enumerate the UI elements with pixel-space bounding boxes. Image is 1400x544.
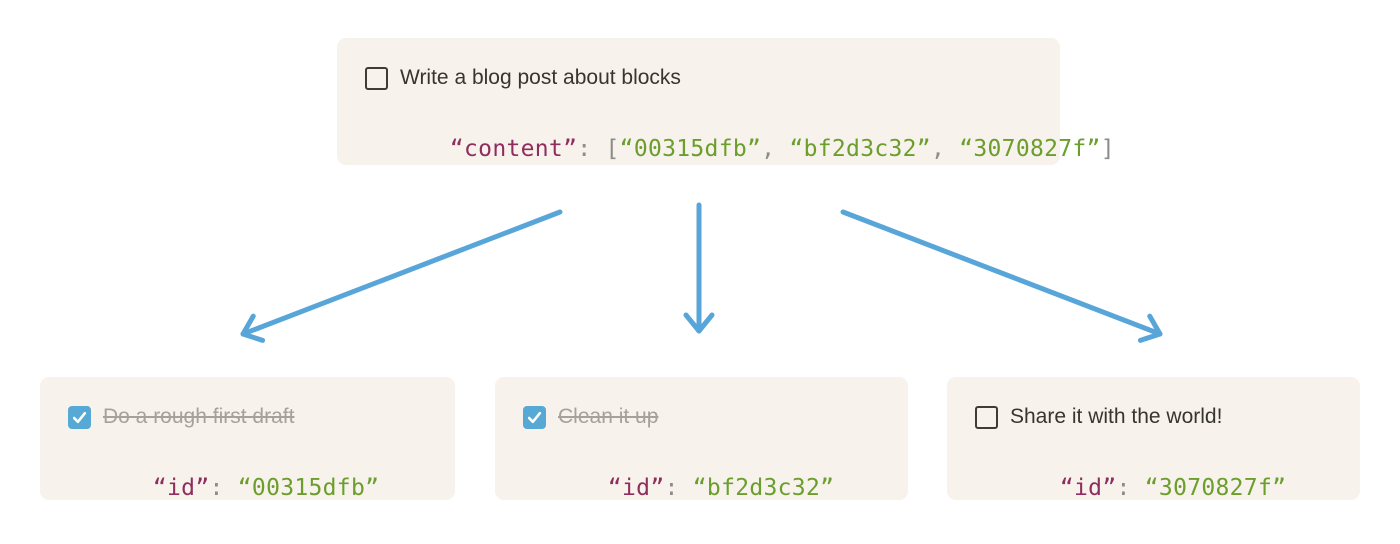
todo-title: Clean it up xyxy=(558,405,659,428)
todo-checkbox[interactable] xyxy=(523,405,546,429)
block-json-snippet: “id”: “00315dfb” xyxy=(68,443,427,533)
todo-title: Do a rough first draft xyxy=(103,405,295,428)
block-json-snippet: “id”: “bf2d3c32” xyxy=(523,443,880,533)
todo-row: Do a rough first draft xyxy=(68,402,427,432)
child-todo-block-3: Share it with the world! “id”: “3070827f… xyxy=(947,377,1360,501)
block-json-snippet: “id”: “3070827f” xyxy=(975,443,1332,533)
json-open-bracket: [ xyxy=(605,136,620,162)
json-id-value: “3070827f” xyxy=(1144,475,1287,501)
json-close-bracket: ] xyxy=(1100,136,1115,162)
todo-row: Clean it up xyxy=(523,402,880,432)
json-colon: : xyxy=(577,136,606,162)
check-icon xyxy=(72,411,87,423)
check-icon xyxy=(527,411,542,423)
json-comma: , xyxy=(930,136,960,162)
todo-title: Write a blog post about blocks xyxy=(400,66,681,89)
json-child-id-2: “3070827f” xyxy=(959,136,1101,162)
todo-checkbox[interactable] xyxy=(975,405,998,429)
json-id-value: “00315dfb” xyxy=(237,475,380,501)
json-key: “id” xyxy=(607,475,665,501)
parent-todo-block: Write a blog post about blocks “content”… xyxy=(337,38,1115,165)
child-todo-block-2: Clean it up “id”: “bf2d3c32” xyxy=(495,377,908,501)
json-colon: : xyxy=(209,475,238,501)
block-json-snippet: “content”: [“00315dfb”, “bf2d3c32”, “307… xyxy=(365,104,1115,194)
json-comma: , xyxy=(761,136,790,162)
json-colon: : xyxy=(664,475,693,501)
child-todo-block-1: Do a rough first draft “id”: “00315dfb” xyxy=(40,377,455,501)
todo-row: Share it with the world! xyxy=(975,402,1332,432)
json-child-id-0: “00315dfb” xyxy=(619,136,762,162)
todo-checkbox[interactable] xyxy=(68,405,91,429)
todo-title: Share it with the world! xyxy=(1010,405,1223,428)
json-child-id-1: “bf2d3c32” xyxy=(789,136,931,162)
json-key: “id” xyxy=(152,475,210,501)
todo-checkbox[interactable] xyxy=(365,66,388,90)
json-id-value: “bf2d3c32” xyxy=(692,475,835,501)
json-key: “id” xyxy=(1059,475,1117,501)
json-colon: : xyxy=(1116,475,1145,501)
todo-row: Write a blog post about blocks xyxy=(365,63,1032,93)
arrow-to-child-3-icon xyxy=(840,209,1163,343)
json-key: “content” xyxy=(449,136,578,162)
arrow-to-child-1-icon xyxy=(240,209,563,343)
